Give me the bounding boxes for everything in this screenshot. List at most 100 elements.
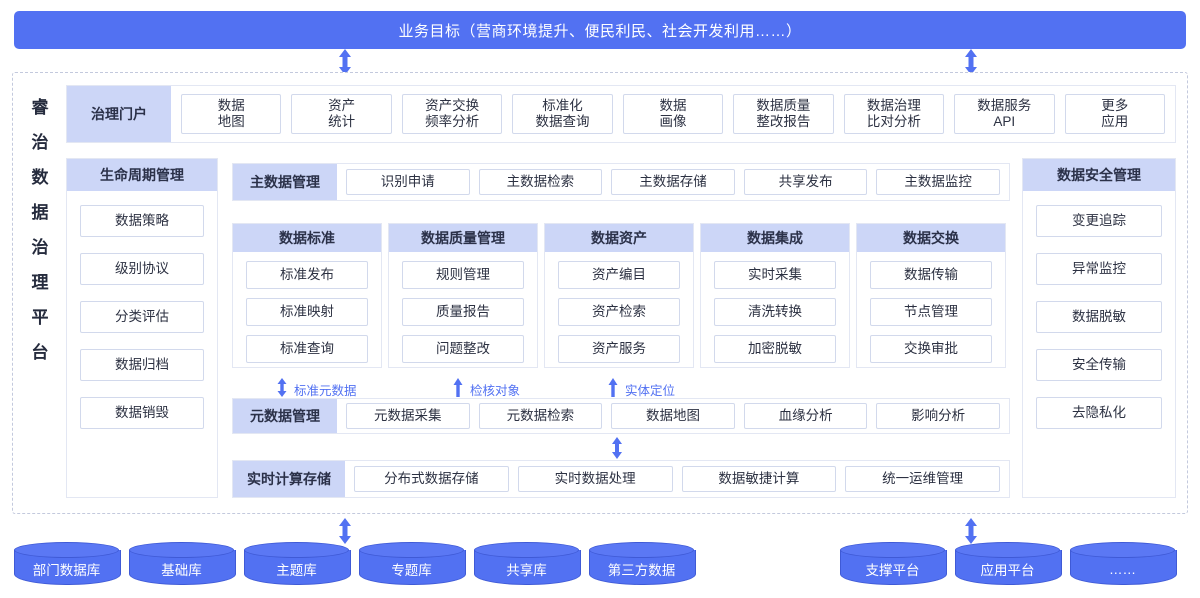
portal-app-asset-stats[interactable]: 资产 统计	[291, 94, 392, 134]
governance-portal-panel: 治理门户 数据 地图 资产 统计 资产交换 频率分析 标准化 数据查询 数据 画…	[66, 85, 1176, 143]
data-source-label: 共享库	[506, 563, 547, 578]
security-item-de-identification[interactable]: 去隐私化	[1036, 397, 1162, 429]
data-quality-item-rule-mgmt[interactable]: 规则管理	[402, 261, 524, 289]
cylinder-top	[14, 542, 119, 558]
data-exchange-item-approval[interactable]: 交换审批	[870, 335, 992, 363]
lifecycle-item-destruction[interactable]: 数据销毁	[80, 397, 204, 429]
portal-app-exchange-freq[interactable]: 资产交换 频率分析	[401, 94, 503, 134]
data-source-shared-db[interactable]: 共享库	[474, 542, 581, 586]
master-data-item-identify-apply[interactable]: 识别申请	[346, 169, 470, 195]
data-standard-header: 数据标准	[233, 224, 381, 252]
platform-title-char: 治	[31, 133, 49, 152]
security-item-secure-transfer[interactable]: 安全传输	[1036, 349, 1162, 381]
data-integration-item-clean-transform[interactable]: 清洗转换	[714, 298, 836, 326]
lifecycle-item-archiving[interactable]: 数据归档	[80, 349, 204, 381]
security-item-data-masking[interactable]: 数据脱敏	[1036, 301, 1162, 333]
master-data-panel: 主数据管理 识别申请 主数据检索 主数据存储 共享发布 主数据监控	[232, 163, 1010, 201]
data-asset-panel: 数据资产 资产编目 资产检索 资产服务	[544, 223, 694, 368]
data-source-thematic-db[interactable]: 专题库	[359, 542, 466, 586]
realtime-compute-storage-panel: 实时计算存储 分布式数据存储 实时数据处理 数据敏捷计算 统一运维管理	[232, 460, 1010, 498]
realtime-item-distributed-storage[interactable]: 分布式数据存储	[354, 466, 509, 492]
lifecycle-item-level-agreement[interactable]: 级别协议	[80, 253, 204, 285]
data-asset-item-service[interactable]: 资产服务	[558, 335, 680, 363]
metadata-item-collection[interactable]: 元数据采集	[346, 403, 470, 429]
realtime-item-agile-computing[interactable]: 数据敏捷计算	[681, 466, 837, 492]
platform-application[interactable]: 应用平台	[955, 542, 1062, 586]
master-data-item-search[interactable]: 主数据检索	[478, 169, 603, 195]
metadata-item-search[interactable]: 元数据检索	[478, 403, 603, 429]
cylinder-top	[955, 542, 1060, 558]
data-source-subject-db[interactable]: 主题库	[244, 542, 351, 586]
metadata-item-lineage[interactable]: 血缘分析	[743, 403, 868, 429]
data-source-label: 基础库	[161, 563, 202, 578]
portal-app-data-profile[interactable]: 数据 画像	[622, 94, 724, 134]
lifecycle-item-classification[interactable]: 分类评估	[80, 301, 204, 333]
platform-title-char: 理	[31, 273, 49, 292]
realtime-compute-items: 分布式数据存储 实时数据处理 数据敏捷计算 统一运维管理	[345, 461, 1009, 497]
data-integration-items: 实时采集 清洗转换 加密脱敏	[701, 252, 849, 372]
data-quality-item-remediation[interactable]: 问题整改	[402, 335, 524, 363]
master-data-item-monitor[interactable]: 主数据监控	[876, 169, 1000, 195]
cylinder-top	[129, 542, 234, 558]
portal-app-quality-report[interactable]: 数据质量 整改报告	[733, 94, 834, 134]
data-integration-item-realtime-collect[interactable]: 实时采集	[714, 261, 836, 289]
platform-support[interactable]: 支撑平台	[840, 542, 947, 586]
platform-more[interactable]: ……	[1070, 542, 1177, 586]
cylinder-top	[474, 542, 579, 558]
data-source-department-db[interactable]: 部门数据库	[14, 542, 121, 586]
platform-title-char: 据	[31, 203, 49, 222]
data-exchange-item-node-mgmt[interactable]: 节点管理	[870, 298, 992, 326]
platform-title-char: 睿	[31, 98, 49, 117]
data-asset-item-catalog[interactable]: 资产编目	[558, 261, 680, 289]
realtime-item-unified-ops[interactable]: 统一运维管理	[845, 466, 1000, 492]
realtime-compute-header: 实时计算存储	[233, 461, 345, 497]
flow-label-text: 检核对象	[470, 383, 521, 398]
portal-app-standard-query[interactable]: 标准化 数据查询	[512, 94, 613, 134]
metadata-item-impact[interactable]: 影响分析	[876, 403, 1000, 429]
double-arrow-icon-standard-metadata	[276, 378, 288, 400]
platform-title-char: 治	[31, 238, 49, 257]
data-exchange-item-transfer[interactable]: 数据传输	[870, 261, 992, 289]
master-data-item-storage[interactable]: 主数据存储	[611, 169, 735, 195]
cylinder-top	[244, 542, 349, 558]
flow-label-text: 标准元数据	[294, 383, 357, 398]
portal-app-data-map[interactable]: 数据 地图	[181, 94, 282, 134]
data-integration-item-encrypt-mask[interactable]: 加密脱敏	[714, 335, 836, 363]
data-standard-item-mapping[interactable]: 标准映射	[246, 298, 368, 326]
flow-label-check-object: 检核对象	[452, 378, 520, 400]
data-source-third-party[interactable]: 第三方数据	[589, 542, 696, 586]
up-arrow-icon-check-object	[452, 378, 464, 400]
data-source-base-db[interactable]: 基础库	[129, 542, 236, 586]
security-item-change-tracking[interactable]: 变更追踪	[1036, 205, 1162, 237]
data-asset-item-search[interactable]: 资产检索	[558, 298, 680, 326]
data-asset-items: 资产编目 资产检索 资产服务	[545, 252, 693, 372]
cylinder-top	[359, 542, 464, 558]
platform-label: ……	[1109, 561, 1136, 577]
platform-title-char: 数	[31, 168, 49, 187]
data-source-label: 第三方数据	[607, 563, 676, 578]
data-standard-item-publish[interactable]: 标准发布	[246, 261, 368, 289]
portal-app-compare-analysis[interactable]: 数据治理 比对分析	[843, 94, 945, 134]
data-standard-item-query[interactable]: 标准查询	[246, 335, 368, 363]
portal-app-more[interactable]: 更多 应用	[1064, 94, 1165, 134]
security-item-anomaly-monitor[interactable]: 异常监控	[1036, 253, 1162, 285]
data-asset-header: 数据资产	[545, 224, 693, 252]
cylinder-top	[840, 542, 945, 558]
platform-label: 应用平台	[980, 563, 1035, 578]
metadata-item-data-map[interactable]: 数据地图	[611, 403, 735, 429]
realtime-item-stream-processing[interactable]: 实时数据处理	[517, 466, 673, 492]
portal-app-data-service-api[interactable]: 数据服务 API	[954, 94, 1055, 134]
data-security-header: 数据安全管理	[1023, 159, 1175, 191]
data-quality-item-report[interactable]: 质量报告	[402, 298, 524, 326]
flow-label-text: 实体定位	[625, 383, 676, 398]
data-exchange-panel: 数据交换 数据传输 节点管理 交换审批	[856, 223, 1006, 368]
lifecycle-item-data-strategy[interactable]: 数据策略	[80, 205, 204, 237]
platform-label: 支撑平台	[865, 563, 920, 578]
flow-label-entity-location: 实体定位	[607, 378, 675, 400]
data-security-items: 变更追踪 异常监控 数据脱敏 安全传输 去隐私化	[1023, 191, 1175, 443]
master-data-item-share-publish[interactable]: 共享发布	[743, 169, 868, 195]
data-source-label: 部门数据库	[32, 563, 101, 578]
cylinder-top	[589, 542, 694, 558]
lifecycle-management-panel: 生命周期管理 数据策略 级别协议 分类评估 数据归档 数据销毁	[66, 158, 218, 498]
